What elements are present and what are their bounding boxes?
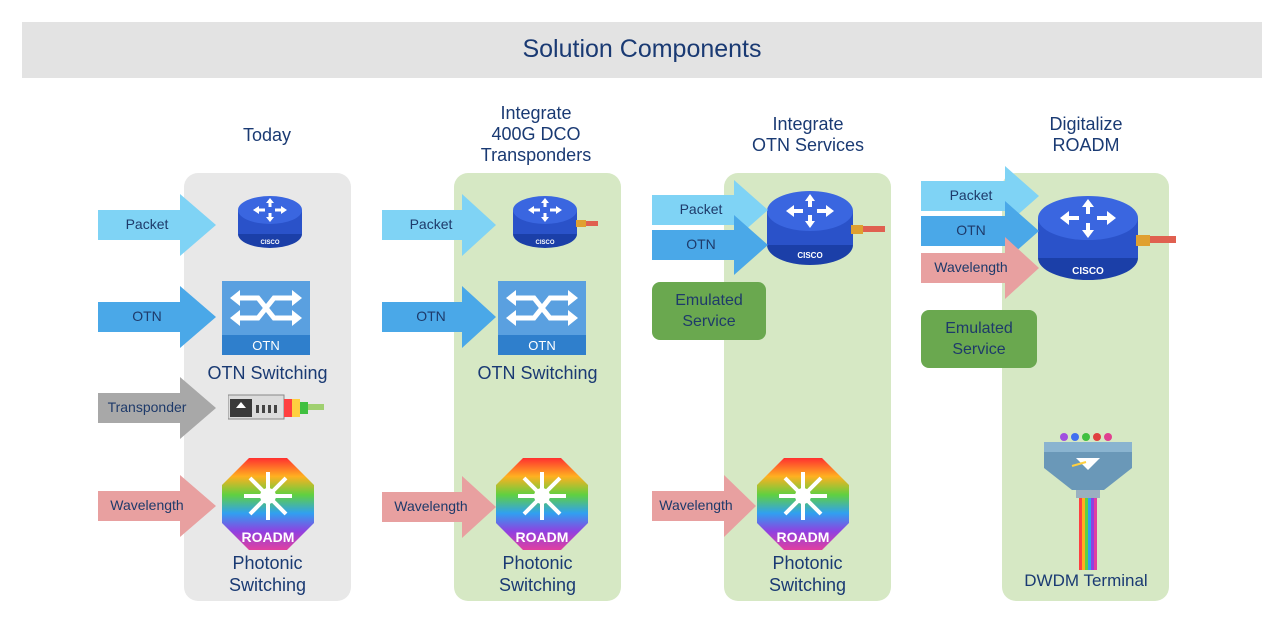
label-line: Photonic <box>772 553 843 573</box>
column-title-line: OTN Services <box>751 135 865 155</box>
emulated-service-box: Emulated Service <box>921 310 1037 368</box>
column-title-line: Transponders <box>480 145 592 165</box>
svg-text:ROADM: ROADM <box>516 529 569 545</box>
emulated-service-line: Service <box>682 313 736 330</box>
column-title-today: Today <box>186 125 348 146</box>
column-title-line: ROADM <box>1052 135 1120 155</box>
arrow-label: Wavelength <box>394 498 468 514</box>
label-line: Photonic <box>502 553 573 573</box>
arrow-wavelength: Wavelength <box>98 475 216 537</box>
label-line: Photonic <box>232 553 303 573</box>
arrow-label: Transponder <box>107 399 187 415</box>
svg-text:CISCO: CISCO <box>535 240 554 246</box>
arrow-wavelength: Wavelength <box>652 475 756 537</box>
arrow-label: Packet <box>125 216 169 232</box>
router-icon: CISCO <box>1036 190 1181 288</box>
label-line: Switching <box>768 575 847 595</box>
svg-text:CISCO: CISCO <box>797 251 822 260</box>
svg-text:OTN: OTN <box>528 338 555 353</box>
arrow-transponder: Transponder <box>98 377 216 439</box>
page-title: Solution Components <box>522 35 762 63</box>
column-title-line: Integrate <box>772 114 844 134</box>
router-icon: CISCO <box>510 192 602 252</box>
arrow-otn: OTN <box>98 286 216 348</box>
arrow-label: OTN <box>132 308 162 324</box>
column-title-line: Digitalize <box>1049 114 1123 134</box>
svg-text:OTN: OTN <box>252 338 279 353</box>
otn-switching-label: OTN Switching <box>477 363 598 383</box>
arrow-label: Packet <box>409 216 453 232</box>
column-title-400g-dco: Integrate 400G DCO Transponders <box>450 103 622 166</box>
arrow-packet: Packet <box>382 194 496 256</box>
label-line: Switching <box>228 575 307 595</box>
arrow-label: Packet <box>949 187 993 203</box>
arrow-label: OTN <box>416 308 446 324</box>
router-icon: CISCO <box>765 185 890 271</box>
emulated-service-line: Emulated <box>945 320 1013 337</box>
otn-switch-icon: OTN <box>222 281 310 355</box>
photonic-switching-label: Photonic Switching <box>724 552 891 596</box>
column-title-digitalize-roadm: Digitalize ROADM <box>1000 114 1172 156</box>
arrow-wavelength: Wavelength <box>382 476 496 538</box>
arrow-label: Wavelength <box>110 497 184 513</box>
roadm-icon: ROADM <box>757 458 849 550</box>
column-title-otn-services: Integrate OTN Services <box>722 114 894 156</box>
column-title-line: Today <box>242 125 292 145</box>
transponder-icon <box>227 393 328 421</box>
roadm-icon: ROADM <box>222 458 314 550</box>
arrow-otn: OTN <box>652 215 768 275</box>
otn-switch-icon: OTN <box>498 281 586 355</box>
label-line: Switching <box>498 575 577 595</box>
svg-text:CISCO: CISCO <box>260 240 279 246</box>
title-banner: Solution Components <box>22 22 1262 78</box>
photonic-switching-label: Photonic Switching <box>454 552 621 596</box>
photonic-switching-label: Photonic Switching <box>184 552 351 596</box>
emulated-service-line: Service <box>952 341 1006 358</box>
otn-switching-label: OTN Switching <box>207 363 328 383</box>
column-title-line: Integrate <box>500 103 572 123</box>
arrow-label: Packet <box>679 201 723 217</box>
arrow-label: OTN <box>956 222 986 238</box>
arrow-label: OTN <box>686 236 716 252</box>
roadm-icon: ROADM <box>496 458 588 550</box>
arrow-packet: Packet <box>98 194 216 256</box>
arrow-label: Wavelength <box>934 259 1008 275</box>
dwdm-terminal-icon <box>1042 432 1134 572</box>
emulated-service-line: Emulated <box>675 292 743 309</box>
arrow-label: Wavelength <box>659 497 733 513</box>
column-title-line: 400G DCO <box>491 124 581 144</box>
router-icon: CISCO <box>235 192 305 252</box>
arrow-otn: OTN <box>382 286 496 348</box>
arrow-wavelength: Wavelength <box>921 237 1039 299</box>
svg-text:ROADM: ROADM <box>777 529 830 545</box>
svg-text:CISCO: CISCO <box>1072 266 1104 277</box>
svg-text:ROADM: ROADM <box>242 529 295 545</box>
emulated-service-box: Emulated Service <box>652 282 766 340</box>
dwdm-terminal-label: DWDM Terminal <box>1024 571 1148 590</box>
